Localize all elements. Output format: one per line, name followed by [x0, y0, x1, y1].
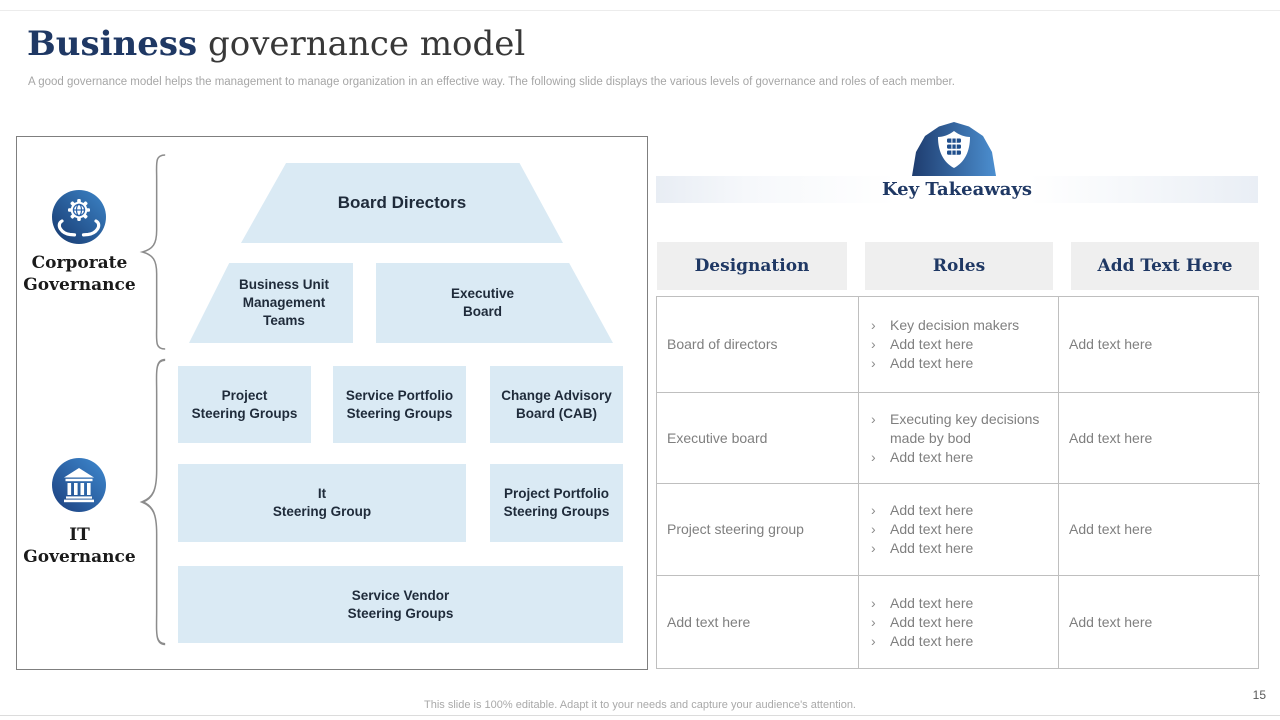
column-header-roles: Roles: [865, 242, 1053, 290]
box-board-directors: Board Directors: [241, 163, 563, 243]
page-subtitle: A good governance model helps the manage…: [28, 76, 955, 88]
table-cell-roles: Key decision makers Add text here Add te…: [859, 297, 1059, 393]
page-title-rest: governance model: [197, 24, 526, 64]
governance-diagram-panel: Corporate Governance IT Governan: [16, 136, 648, 670]
bottom-divider: [0, 715, 1280, 716]
role-bullet: Executing key decisions made by bod: [871, 410, 1052, 448]
it-governance-label: IT Governance: [23, 525, 136, 567]
page-title-accent: Business: [27, 24, 198, 64]
role-bullet: Add text here: [871, 448, 1052, 467]
role-bullet: Add text here: [871, 594, 1052, 613]
corporate-governance-label: Corporate Governance: [23, 253, 136, 295]
shield-checklist-icon: [912, 122, 996, 176]
box-service-vendor-steering-groups: Service Vendor Steering Groups: [178, 566, 623, 643]
table-cell-designation: Board of directors: [657, 297, 859, 393]
column-header-add-text: Add Text Here: [1071, 242, 1259, 290]
key-takeaways-band: Key Takeaways: [656, 176, 1258, 203]
box-project-portfolio-steering-groups: Project Portfolio Steering Groups: [490, 464, 623, 542]
table-cell-designation: Executive board: [657, 393, 859, 484]
role-bullet: Add text here: [871, 632, 1052, 651]
role-bullet: Key decision makers: [871, 316, 1052, 335]
box-executive-board: Executive Board: [376, 263, 613, 343]
top-divider: [0, 10, 1280, 11]
key-takeaways-title: Key Takeaways: [881, 179, 1033, 200]
table-cell-designation: Add text here: [657, 576, 859, 668]
table-cell-note: Add text here: [1059, 393, 1260, 484]
table-cell-roles: Add text here Add text here Add text her…: [859, 576, 1059, 668]
box-business-unit-management-teams: Business Unit Management Teams: [189, 263, 353, 343]
box-project-steering-groups: Project Steering Groups: [178, 366, 311, 443]
role-bullet: Add text here: [871, 613, 1052, 632]
role-bullet: Add text here: [871, 539, 1052, 558]
column-header-designation: Designation: [657, 242, 847, 290]
table-cell-roles: Add text here Add text here Add text her…: [859, 484, 1059, 576]
footer-note: This slide is 100% editable. Adapt it to…: [424, 699, 856, 711]
corporate-brace: [139, 154, 166, 350]
table-cell-roles: Executing key decisions made by bod Add …: [859, 393, 1059, 484]
role-bullet: Add text here: [871, 335, 1052, 354]
role-bullet: Add text here: [871, 520, 1052, 539]
role-bullet: Add text here: [871, 501, 1052, 520]
box-change-advisory-board: Change Advisory Board (CAB): [490, 366, 623, 443]
table-cell-note: Add text here: [1069, 613, 1153, 630]
page-number: 15: [1252, 688, 1266, 702]
box-service-portfolio-steering-groups: Service Portfolio Steering Groups: [333, 366, 466, 443]
table-cell-designation: Project steering group: [657, 484, 859, 576]
table-cell-note: Add text here: [1059, 297, 1260, 393]
takeaways-table: Board of directors Key decision makers A…: [656, 296, 1260, 669]
table-cell-note: Add text here: [1059, 484, 1260, 576]
bank-building-icon: [52, 458, 106, 512]
role-bullet: Add text here: [871, 354, 1052, 373]
page-title: Business governance model: [27, 24, 525, 64]
box-it-steering-group: It Steering Group: [178, 464, 466, 542]
hands-holding-globe-gear-icon: [52, 190, 106, 244]
it-brace: [139, 358, 166, 646]
